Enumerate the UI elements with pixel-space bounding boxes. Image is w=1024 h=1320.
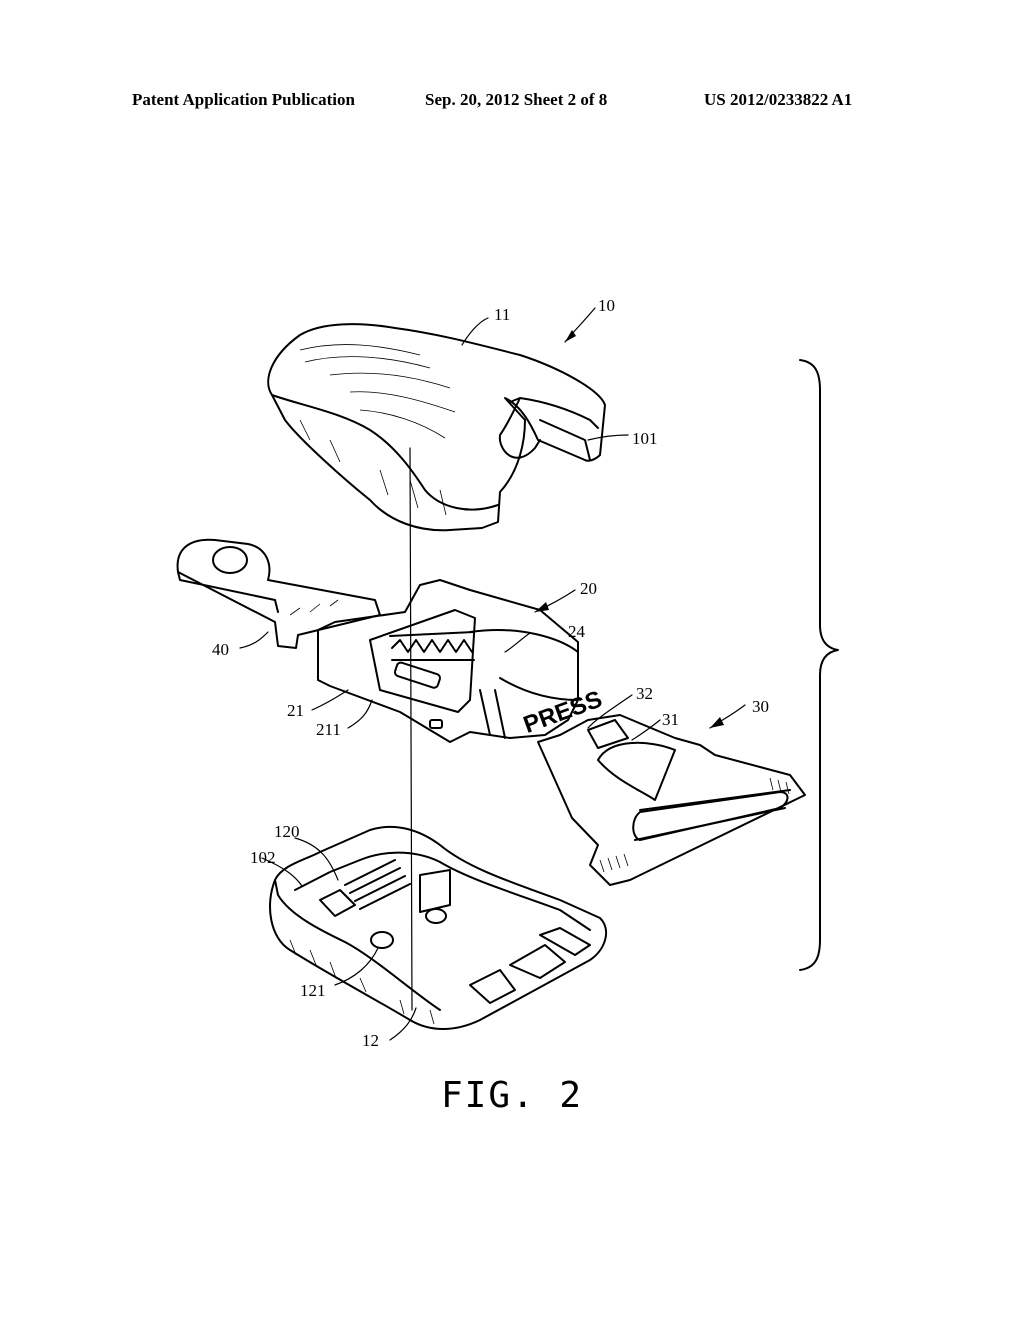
reference-arrows [534, 307, 746, 729]
bottom-housing-part [269, 825, 608, 1030]
assembly-axis-line [409, 447, 413, 1011]
label-24: 24 [568, 622, 586, 641]
header-publication: Patent Application Publication [132, 90, 355, 109]
tongue-plate-part [537, 714, 806, 886]
label-120: 120 [274, 822, 300, 841]
buckle-mechanism-part: PRESS [317, 579, 606, 743]
top-cover-part [267, 323, 606, 532]
label-11: 11 [494, 305, 510, 324]
header-patent-number: US 2012/0233822 A1 [704, 90, 853, 109]
latch-plate-part [176, 538, 381, 649]
spring [389, 631, 475, 661]
label-211: 211 [316, 720, 341, 739]
label-12: 12 [362, 1031, 379, 1050]
assembly-bracket [799, 359, 839, 971]
label-31: 31 [662, 710, 679, 729]
header-date-sheet: Sep. 20, 2012 Sheet 2 of 8 [425, 90, 608, 109]
leader-lines [239, 317, 661, 1041]
label-10: 10 [598, 296, 615, 315]
label-121: 121 [300, 981, 326, 1000]
label-32: 32 [636, 684, 653, 703]
reference-labels: 10 11 101 20 24 40 21 211 32 31 30 120 1… [212, 296, 769, 1050]
figure-caption: FIG. 2 [441, 1075, 583, 1116]
label-20: 20 [580, 579, 597, 598]
label-40: 40 [212, 640, 229, 659]
label-101: 101 [632, 429, 658, 448]
label-102: 102 [250, 848, 276, 867]
label-21: 21 [287, 701, 304, 720]
label-30: 30 [752, 697, 769, 716]
